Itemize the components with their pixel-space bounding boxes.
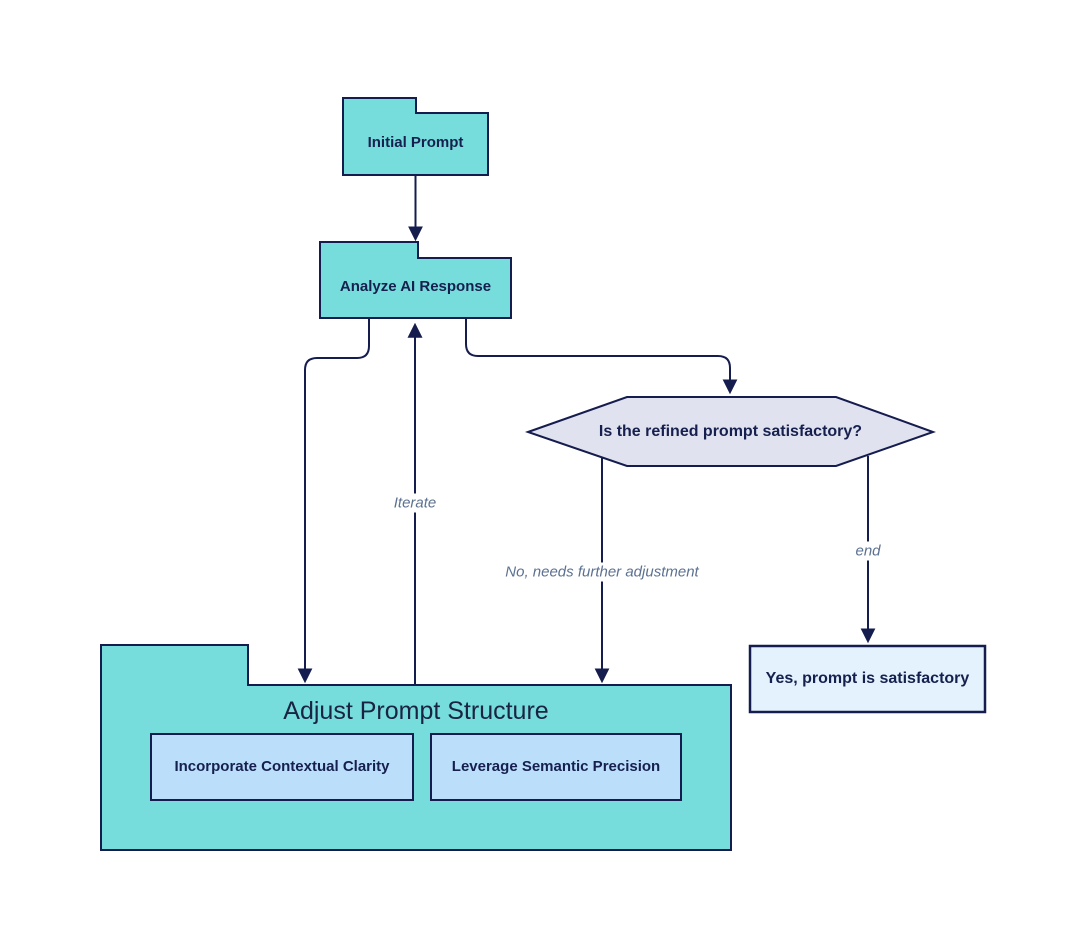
node-initial-prompt	[342, 97, 489, 176]
node-satisfactory	[748, 644, 987, 714]
node-analyze-ai-response	[319, 241, 512, 319]
node-decision-hexagon	[524, 396, 936, 467]
node-leverage-semantic-precision	[430, 733, 682, 801]
edge-analyze-to-decision	[465, 318, 738, 395]
node-incorporate-contextual-clarity	[150, 733, 414, 801]
edge-analyze-to-adjust	[297, 318, 370, 684]
